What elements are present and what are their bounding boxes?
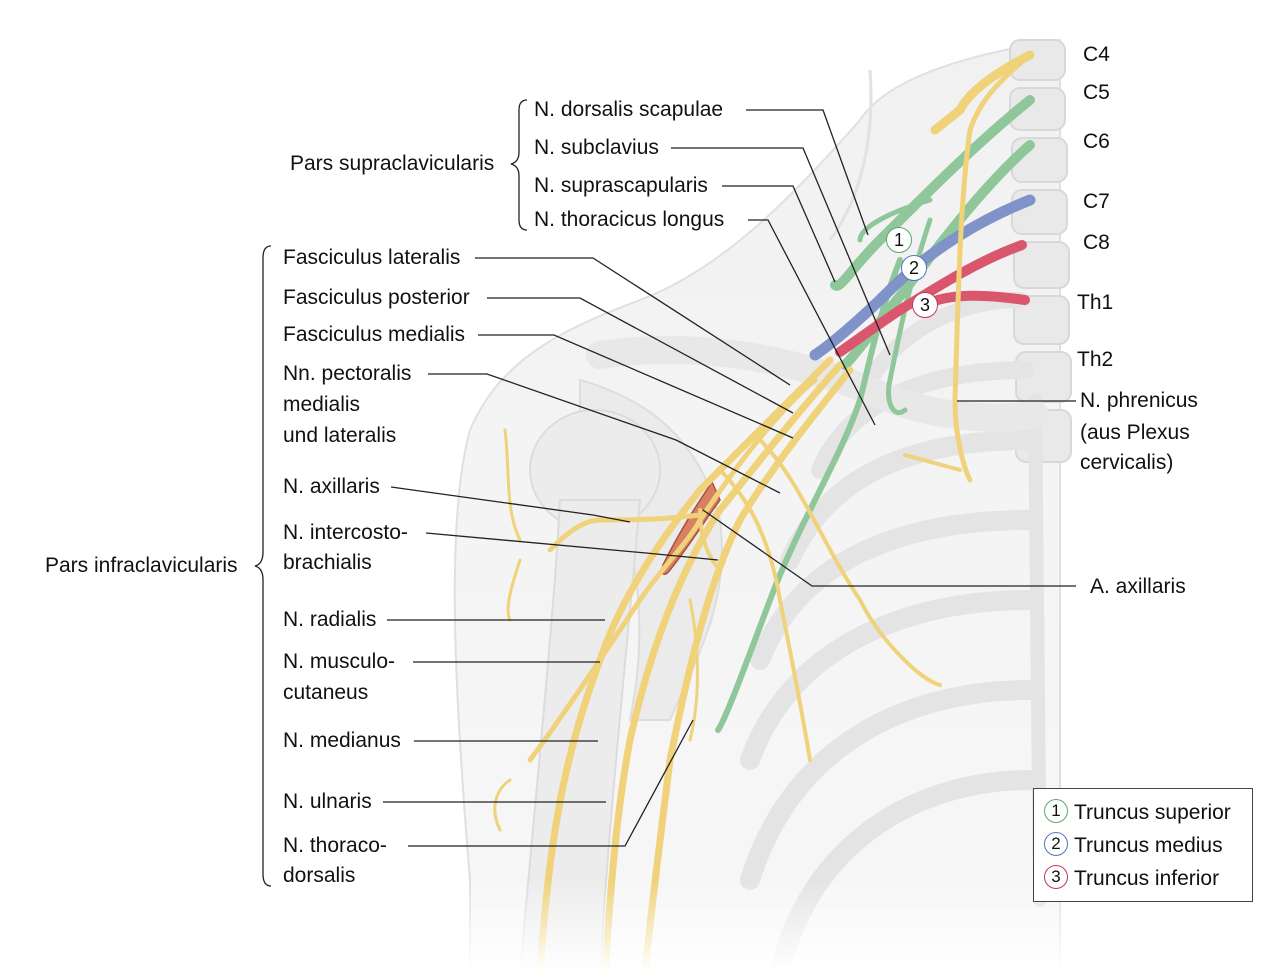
- infraclavicular-nerves: [493, 356, 962, 972]
- label-fasciculus-medialis: Fasciculus medialis: [283, 323, 466, 346]
- trunk-marker-1: 1: [886, 227, 912, 253]
- legend-text-truncus-inferior: Truncus inferior: [1074, 867, 1220, 890]
- label-n-suprascapularis: N. suprascapularis: [534, 174, 708, 197]
- label-a-axillaris: A. axillaris: [1090, 575, 1186, 598]
- level-c6: C6: [1083, 130, 1110, 153]
- label-n-phrenicus-line3: cervicalis): [1080, 451, 1174, 474]
- legend-item-truncus-superior: 1 Truncus superior: [1044, 798, 1231, 828]
- supra-brace: [510, 99, 528, 231]
- label-n-intercostobrachialis-line2: brachialis: [283, 551, 372, 574]
- label-n-musculocutaneus: N. musculo-: [283, 650, 396, 673]
- label-n-radialis: N. radialis: [283, 608, 377, 631]
- level-c8: C8: [1083, 231, 1110, 254]
- label-nn-pectoralis-line3: und lateralis: [283, 424, 397, 447]
- trunk-legend: 1 Truncus superior 2 Truncus medius 3 Trunc…: [1033, 788, 1253, 902]
- label-n-thoracodorsalis: N. thoraco-: [283, 834, 387, 857]
- level-th1: Th1: [1077, 291, 1114, 314]
- infra-brace: [254, 245, 272, 887]
- label-nn-pectoralis-line2: medialis: [283, 393, 361, 416]
- group-label-supraclavicular: Pars supraclavicularis: [290, 152, 495, 175]
- label-n-thoracodorsalis-line2: dorsalis: [283, 864, 356, 887]
- label-n-dorsalis-scapulae: N. dorsalis scapulae: [534, 98, 724, 121]
- legend-item-truncus-inferior: 3 Truncus inferior: [1044, 864, 1219, 894]
- label-fasciculus-lateralis: Fasciculus lateralis: [283, 246, 461, 269]
- group-label-infraclavicular: Pars infraclavicularis: [45, 554, 238, 577]
- level-th2: Th2: [1077, 348, 1114, 371]
- legend-number-2: 2: [1044, 832, 1068, 857]
- level-c7: C7: [1083, 190, 1110, 213]
- legend-number-1: 1: [1044, 799, 1068, 824]
- legend-text-truncus-superior: Truncus superior: [1074, 801, 1231, 824]
- trunk-marker-3: 3: [912, 292, 938, 318]
- label-n-phrenicus-line2: (aus Plexus: [1080, 421, 1190, 444]
- label-n-medianus: N. medianus: [283, 729, 401, 752]
- legend-text-truncus-medius: Truncus medius: [1074, 834, 1223, 857]
- label-n-subclavius: N. subclavius: [534, 136, 659, 159]
- label-n-ulnaris: N. ulnaris: [283, 790, 372, 813]
- level-c5: C5: [1083, 81, 1110, 104]
- label-n-intercostobrachialis: N. intercosto-: [283, 521, 408, 544]
- label-n-axillaris: N. axillaris: [283, 475, 380, 498]
- label-n-phrenicus: N. phrenicus: [1080, 389, 1198, 412]
- phrenic-nerve: [930, 50, 1035, 483]
- leader-lines: [383, 109, 1076, 847]
- level-c4: C4: [1083, 43, 1110, 66]
- label-fasciculus-posterior: Fasciculus posterior: [283, 286, 470, 309]
- label-n-musculocutaneus-line2: cutaneus: [283, 681, 369, 704]
- label-n-thoracicus-longus: N. thoracicus longus: [534, 208, 725, 231]
- clavicle: [586, 335, 1049, 432]
- legend-item-truncus-medius: 2 Truncus medius: [1044, 831, 1223, 861]
- label-nn-pectoralis: Nn. pectoralis: [283, 362, 412, 385]
- truncus-medius-nerve: [809, 194, 1036, 361]
- legend-number-3: 3: [1044, 865, 1068, 890]
- trunk-marker-2: 2: [901, 255, 927, 281]
